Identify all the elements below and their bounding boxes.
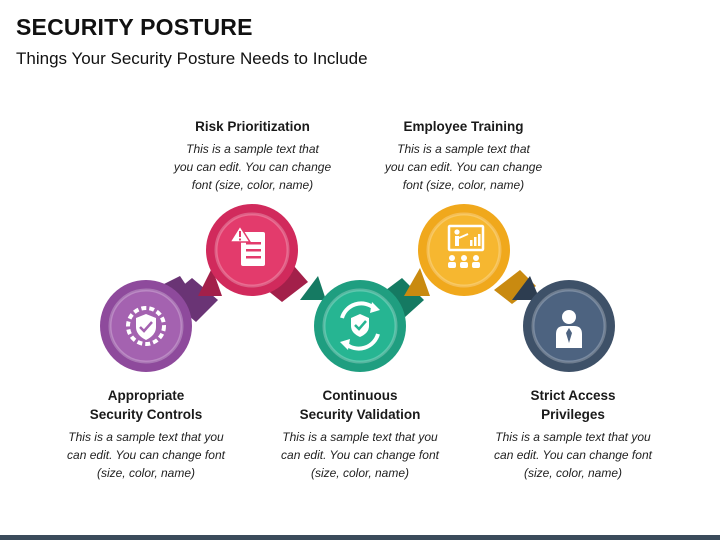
step-node-employee-training (404, 204, 510, 296)
footer-bar (0, 535, 720, 540)
page-subtitle: Things Your Security Posture Needs to In… (16, 49, 368, 68)
step-desc-line: font (size, color, name) (191, 178, 314, 192)
step-desc-line: This is a sample text that you (282, 430, 438, 444)
step-title-line: Security Controls (89, 407, 203, 422)
step-desc-line: (size, color, name) (523, 466, 623, 480)
step-title-continuous-validation: Continuous Security Validation (260, 386, 460, 424)
step-desc-line: This is a sample text that you (495, 430, 651, 444)
presentation-icon (447, 224, 485, 268)
step-desc-line: This is a sample text that (186, 142, 319, 156)
step-desc-access-privileges: This is a sample text that you can edit.… (473, 428, 673, 482)
step-title-line: Appropriate (107, 388, 185, 403)
step-desc-employee-training: This is a sample text that you can edit.… (371, 140, 556, 194)
step-title-line: Strict Access (530, 388, 616, 403)
step-title-employee-training: Employee Training (371, 117, 556, 136)
step-desc-security-controls: This is a sample text that you can edit.… (46, 428, 246, 482)
step-desc-line: This is a sample text that you (68, 430, 224, 444)
connector-4-5 (494, 270, 536, 304)
step-title-line: Continuous (322, 388, 398, 403)
step-desc-line: you can edit. You can change (173, 160, 332, 174)
step-desc-line: font (size, color, name) (402, 178, 525, 192)
step-desc-line: This is a sample text that (397, 142, 530, 156)
step-desc-risk-prioritization: This is a sample text that you can edit.… (160, 140, 345, 194)
step-node-continuous-validation (300, 276, 406, 372)
shield-gear-icon (126, 306, 166, 346)
step-node-risk-prioritization (198, 204, 298, 296)
step-title-line: Privileges (541, 407, 605, 422)
step-desc-line: (size, color, name) (310, 466, 410, 480)
step-title-line: Security Validation (299, 407, 421, 422)
step-title-risk-prioritization: Risk Prioritization (160, 117, 345, 136)
step-desc-line: (size, color, name) (96, 466, 196, 480)
step-title-line: Employee Training (403, 119, 524, 134)
step-desc-line: can edit. You can change font (281, 448, 439, 462)
step-node-access-privileges (512, 276, 615, 372)
step-desc-line: you can edit. You can change (384, 160, 543, 174)
connector-3-4 (378, 278, 424, 318)
user-icon (556, 310, 582, 348)
step-desc-line: can edit. You can change font (494, 448, 652, 462)
step-desc-line: can edit. You can change font (67, 448, 225, 462)
refresh-shield-icon (340, 301, 380, 351)
step-node-security-controls (100, 276, 196, 372)
step-title-line: Risk Prioritization (195, 119, 310, 134)
warning-document-icon (228, 224, 265, 266)
connector-2-3 (262, 266, 308, 302)
step-desc-continuous-validation: This is a sample text that you can edit.… (260, 428, 460, 482)
step-title-access-privileges: Strict Access Privileges (473, 386, 673, 424)
page-title: SECURITY POSTURE (16, 14, 253, 40)
step-title-security-controls: Appropriate Security Controls (46, 386, 246, 424)
